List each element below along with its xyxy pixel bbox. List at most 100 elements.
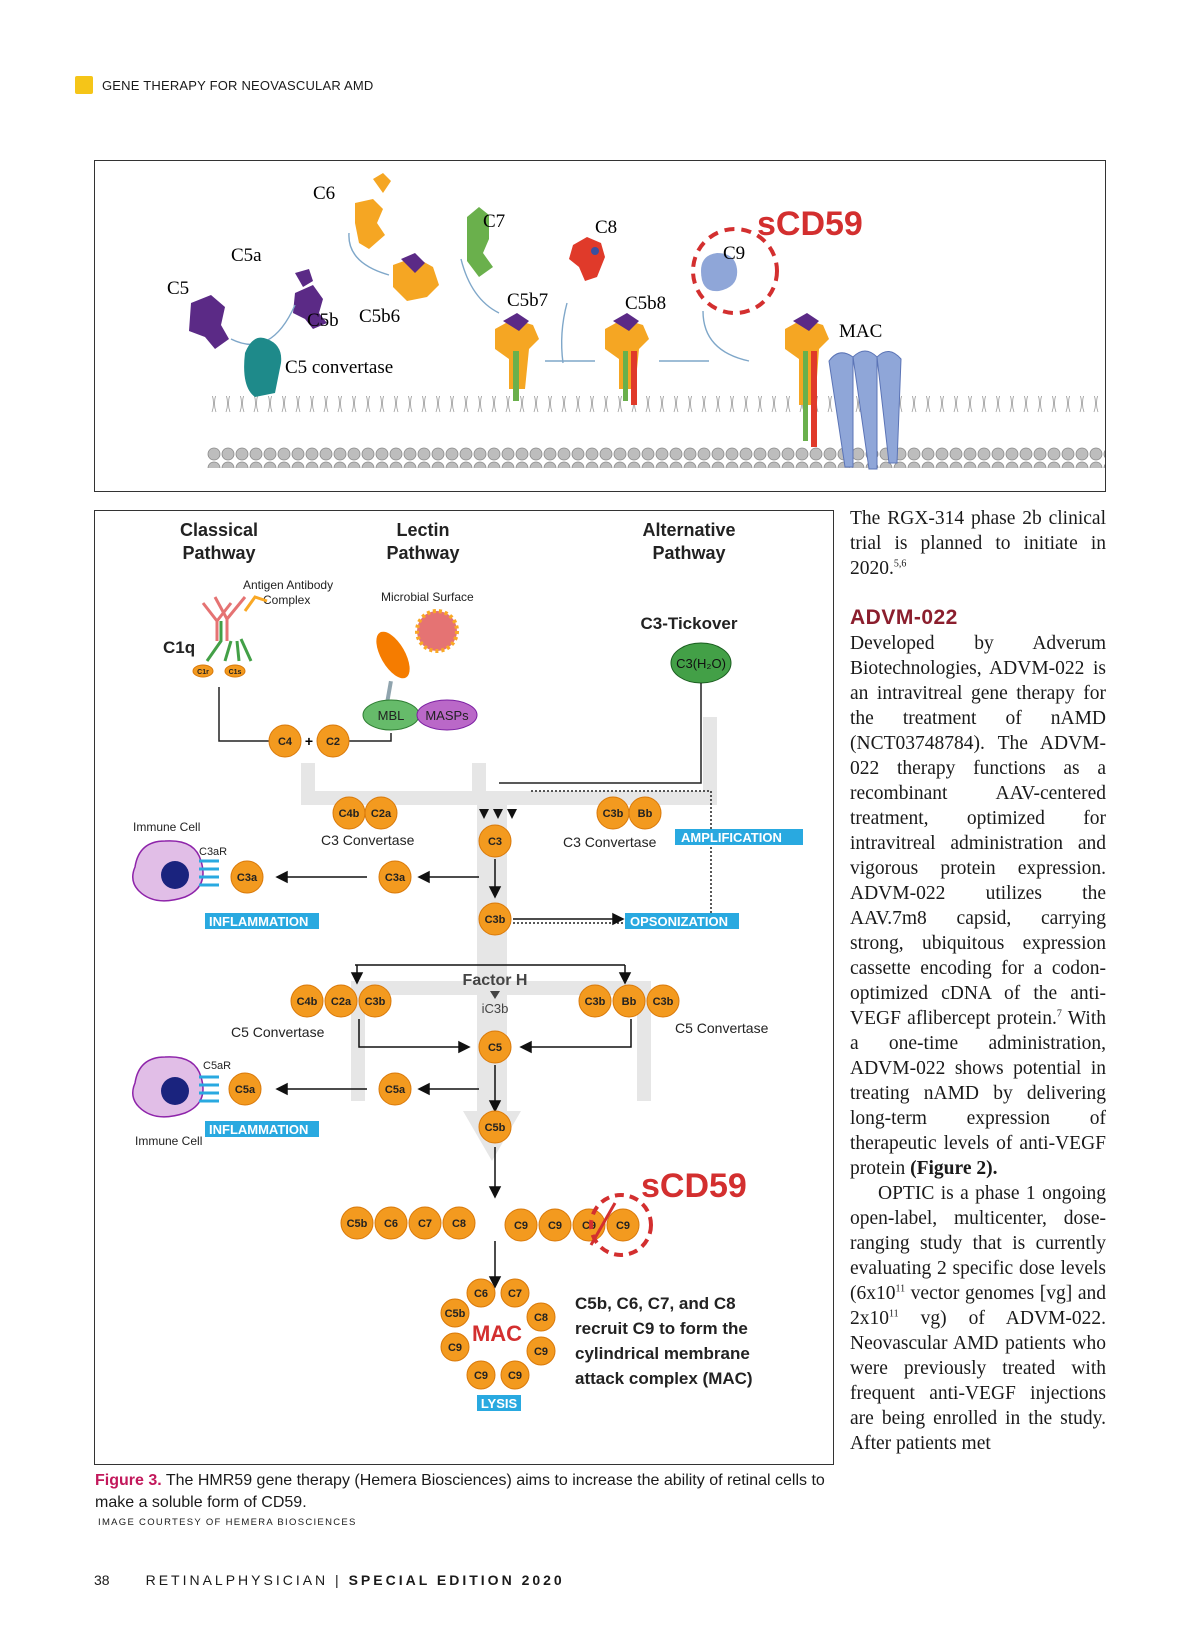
- c3-tickover-label: C3-Tickover: [640, 614, 737, 633]
- c7-protein: [467, 207, 493, 277]
- mac-c9-label-4: C9: [508, 1370, 522, 1382]
- classical-pathway-title: Classical: [180, 520, 258, 540]
- c9-node-row-4: [606, 1208, 640, 1242]
- label-scd59-bottom: sCD59: [641, 1167, 747, 1205]
- label-c5b: C5b: [307, 310, 339, 331]
- amplification-tag: [675, 829, 803, 845]
- citation-5-6: 5,6: [893, 558, 907, 570]
- c7-node-row: [408, 1206, 442, 1240]
- c5a-protein: [295, 269, 313, 287]
- amplification-label: AMPLIFICATION: [681, 830, 782, 845]
- c1q-label: C1q: [163, 638, 195, 657]
- bb-label-c5conv: Bb: [622, 996, 637, 1008]
- pathway-connectors: [218, 683, 712, 924]
- c9-label-row-4: C9: [616, 1220, 630, 1232]
- c5-convertase-label-right: C5 Convertase: [675, 1020, 769, 1036]
- factor-h-arrow: [490, 991, 500, 999]
- c3b-label-c5conv-left: C3b: [365, 996, 386, 1008]
- paragraph-advm022: Developed by Adverum Biotechnologies, AD…: [850, 631, 1106, 1181]
- exponent-11-a: 11: [895, 1283, 906, 1295]
- c9-node-row-2: [538, 1208, 572, 1242]
- figure-caption-text: The HMR59 gene therapy (Hemera Bioscienc…: [95, 1472, 825, 1511]
- plus-sign: +: [305, 733, 313, 749]
- label-c5b6: C5b6: [359, 306, 400, 327]
- c6-label-row: C6: [384, 1218, 398, 1230]
- ic3b-label: iC3b: [482, 1001, 509, 1016]
- c4b-label-1: C4b: [339, 808, 360, 820]
- c3-convertase-label-right: C3 Convertase: [563, 834, 657, 850]
- paragraph-optic-text-c: vg) of ADVM-022. Neovascular AMD patient…: [850, 1308, 1106, 1454]
- c1s-label: C1s: [229, 669, 242, 676]
- antigen-antibody-label-2: Complex: [263, 593, 310, 607]
- c5a-node-receptor: [228, 1072, 262, 1106]
- c8-label-row: C8: [452, 1218, 466, 1230]
- label-scd59-top: sCD59: [757, 205, 863, 243]
- c2a-label-1: C2a: [371, 808, 392, 820]
- mac-c9-label-2: C9: [534, 1346, 548, 1358]
- classical-pathway-title-2: Pathway: [182, 543, 255, 563]
- c3b-node-c5conv-right-2: [646, 984, 680, 1018]
- c2a-node-1: [364, 796, 398, 830]
- masps-node: [416, 699, 478, 731]
- c5b8-complex: [605, 313, 649, 405]
- section-label: GENE THERAPY FOR NEOVASCULAR AMD: [102, 78, 374, 93]
- lectin-pathway-title-2: Pathway: [386, 543, 459, 563]
- c1r-label: C1r: [197, 669, 209, 676]
- c3-label: C3: [488, 836, 502, 848]
- mac-note-line-4: attack complex (MAC): [575, 1369, 753, 1388]
- c3h2o-label: C3(H₂O): [676, 656, 726, 671]
- factor-h-label: Factor H: [463, 972, 528, 989]
- bb-node-amp: [628, 796, 662, 830]
- mac-note-line-3: cylindrical membrane: [575, 1344, 750, 1363]
- c2a-node-2: [324, 984, 358, 1018]
- paragraph-optic: OPTIC is a phase 1 ongoing open-label, m…: [850, 1181, 1106, 1456]
- label-c5: C5: [167, 278, 189, 299]
- c5b6-complex: [393, 253, 439, 301]
- figure-mac-formation: C5 C5a C5b C6 C5b6 C7 C5b7 C8 C5b8 C9 sC…: [94, 160, 1106, 492]
- c5b-protein: [293, 285, 327, 329]
- c5a-node: [378, 1072, 412, 1106]
- scd59-dashed-circle: [691, 227, 779, 315]
- c3b-label-amp: C3b: [603, 808, 624, 820]
- figure-label: Figure 3.: [95, 1472, 162, 1489]
- mac-c5b-label: C5b: [445, 1308, 466, 1320]
- mac-center-label: MAC: [472, 1321, 522, 1346]
- c9-protein: [701, 253, 738, 292]
- paragraph-advm022-text-a: Developed by Adverum Biotechnologies, AD…: [850, 633, 1106, 1029]
- mac-c6-label: C6: [474, 1288, 488, 1300]
- microbial-surface-label: Microbial Surface: [381, 590, 474, 604]
- article-column: The RGX-314 phase 2b clinical trial is p…: [850, 506, 1106, 1456]
- mac-note-line-2: recruit C9 to form the: [575, 1319, 748, 1338]
- c5-label: C5: [488, 1042, 502, 1054]
- paragraph-optic-text-a: OPTIC is a phase 1 ongoing open-label, m…: [850, 1183, 1106, 1304]
- alternative-pathway-title: Alternative: [642, 520, 735, 540]
- paragraph-rgx314-text: The RGX-314 phase 2b clinical trial is p…: [850, 508, 1106, 579]
- page-number: 38: [94, 1572, 110, 1588]
- citation-7: 7: [1056, 1008, 1062, 1020]
- c3a-node-receptor: [230, 860, 264, 894]
- c5-convertase-protein: [244, 337, 282, 397]
- c2-node: [316, 724, 350, 758]
- c9-label-row-3: C9: [582, 1220, 596, 1232]
- c5-protein: [189, 295, 229, 349]
- paragraph-rgx314: The RGX-314 phase 2b clinical trial is p…: [850, 506, 1106, 581]
- c5b7-complex: [495, 313, 539, 401]
- lysis-tag: [477, 1395, 521, 1411]
- label-c7: C7: [483, 211, 505, 232]
- inflammation-label-2: INFLAMMATION: [209, 1122, 308, 1137]
- c3ar-label: C3aR: [199, 846, 227, 858]
- c6-protein: [355, 173, 391, 249]
- c5b-node-row: [340, 1206, 374, 1240]
- bb-node-c5conv: [612, 984, 646, 1018]
- inflammation-tag-2: [205, 1121, 319, 1137]
- masps-label: MASPs: [425, 708, 469, 723]
- label-c8: C8: [595, 217, 617, 238]
- c3a-label: C3a: [385, 872, 406, 884]
- label-c5b7: C5b7: [507, 290, 548, 311]
- c3a-node: [378, 860, 412, 894]
- c9-label-row-2: C9: [548, 1220, 562, 1232]
- label-c5a: C5a: [231, 245, 262, 266]
- section-heading-advm022: ADVM-022: [850, 606, 958, 629]
- edition-label: SPECIAL EDITION 2020: [348, 1572, 565, 1588]
